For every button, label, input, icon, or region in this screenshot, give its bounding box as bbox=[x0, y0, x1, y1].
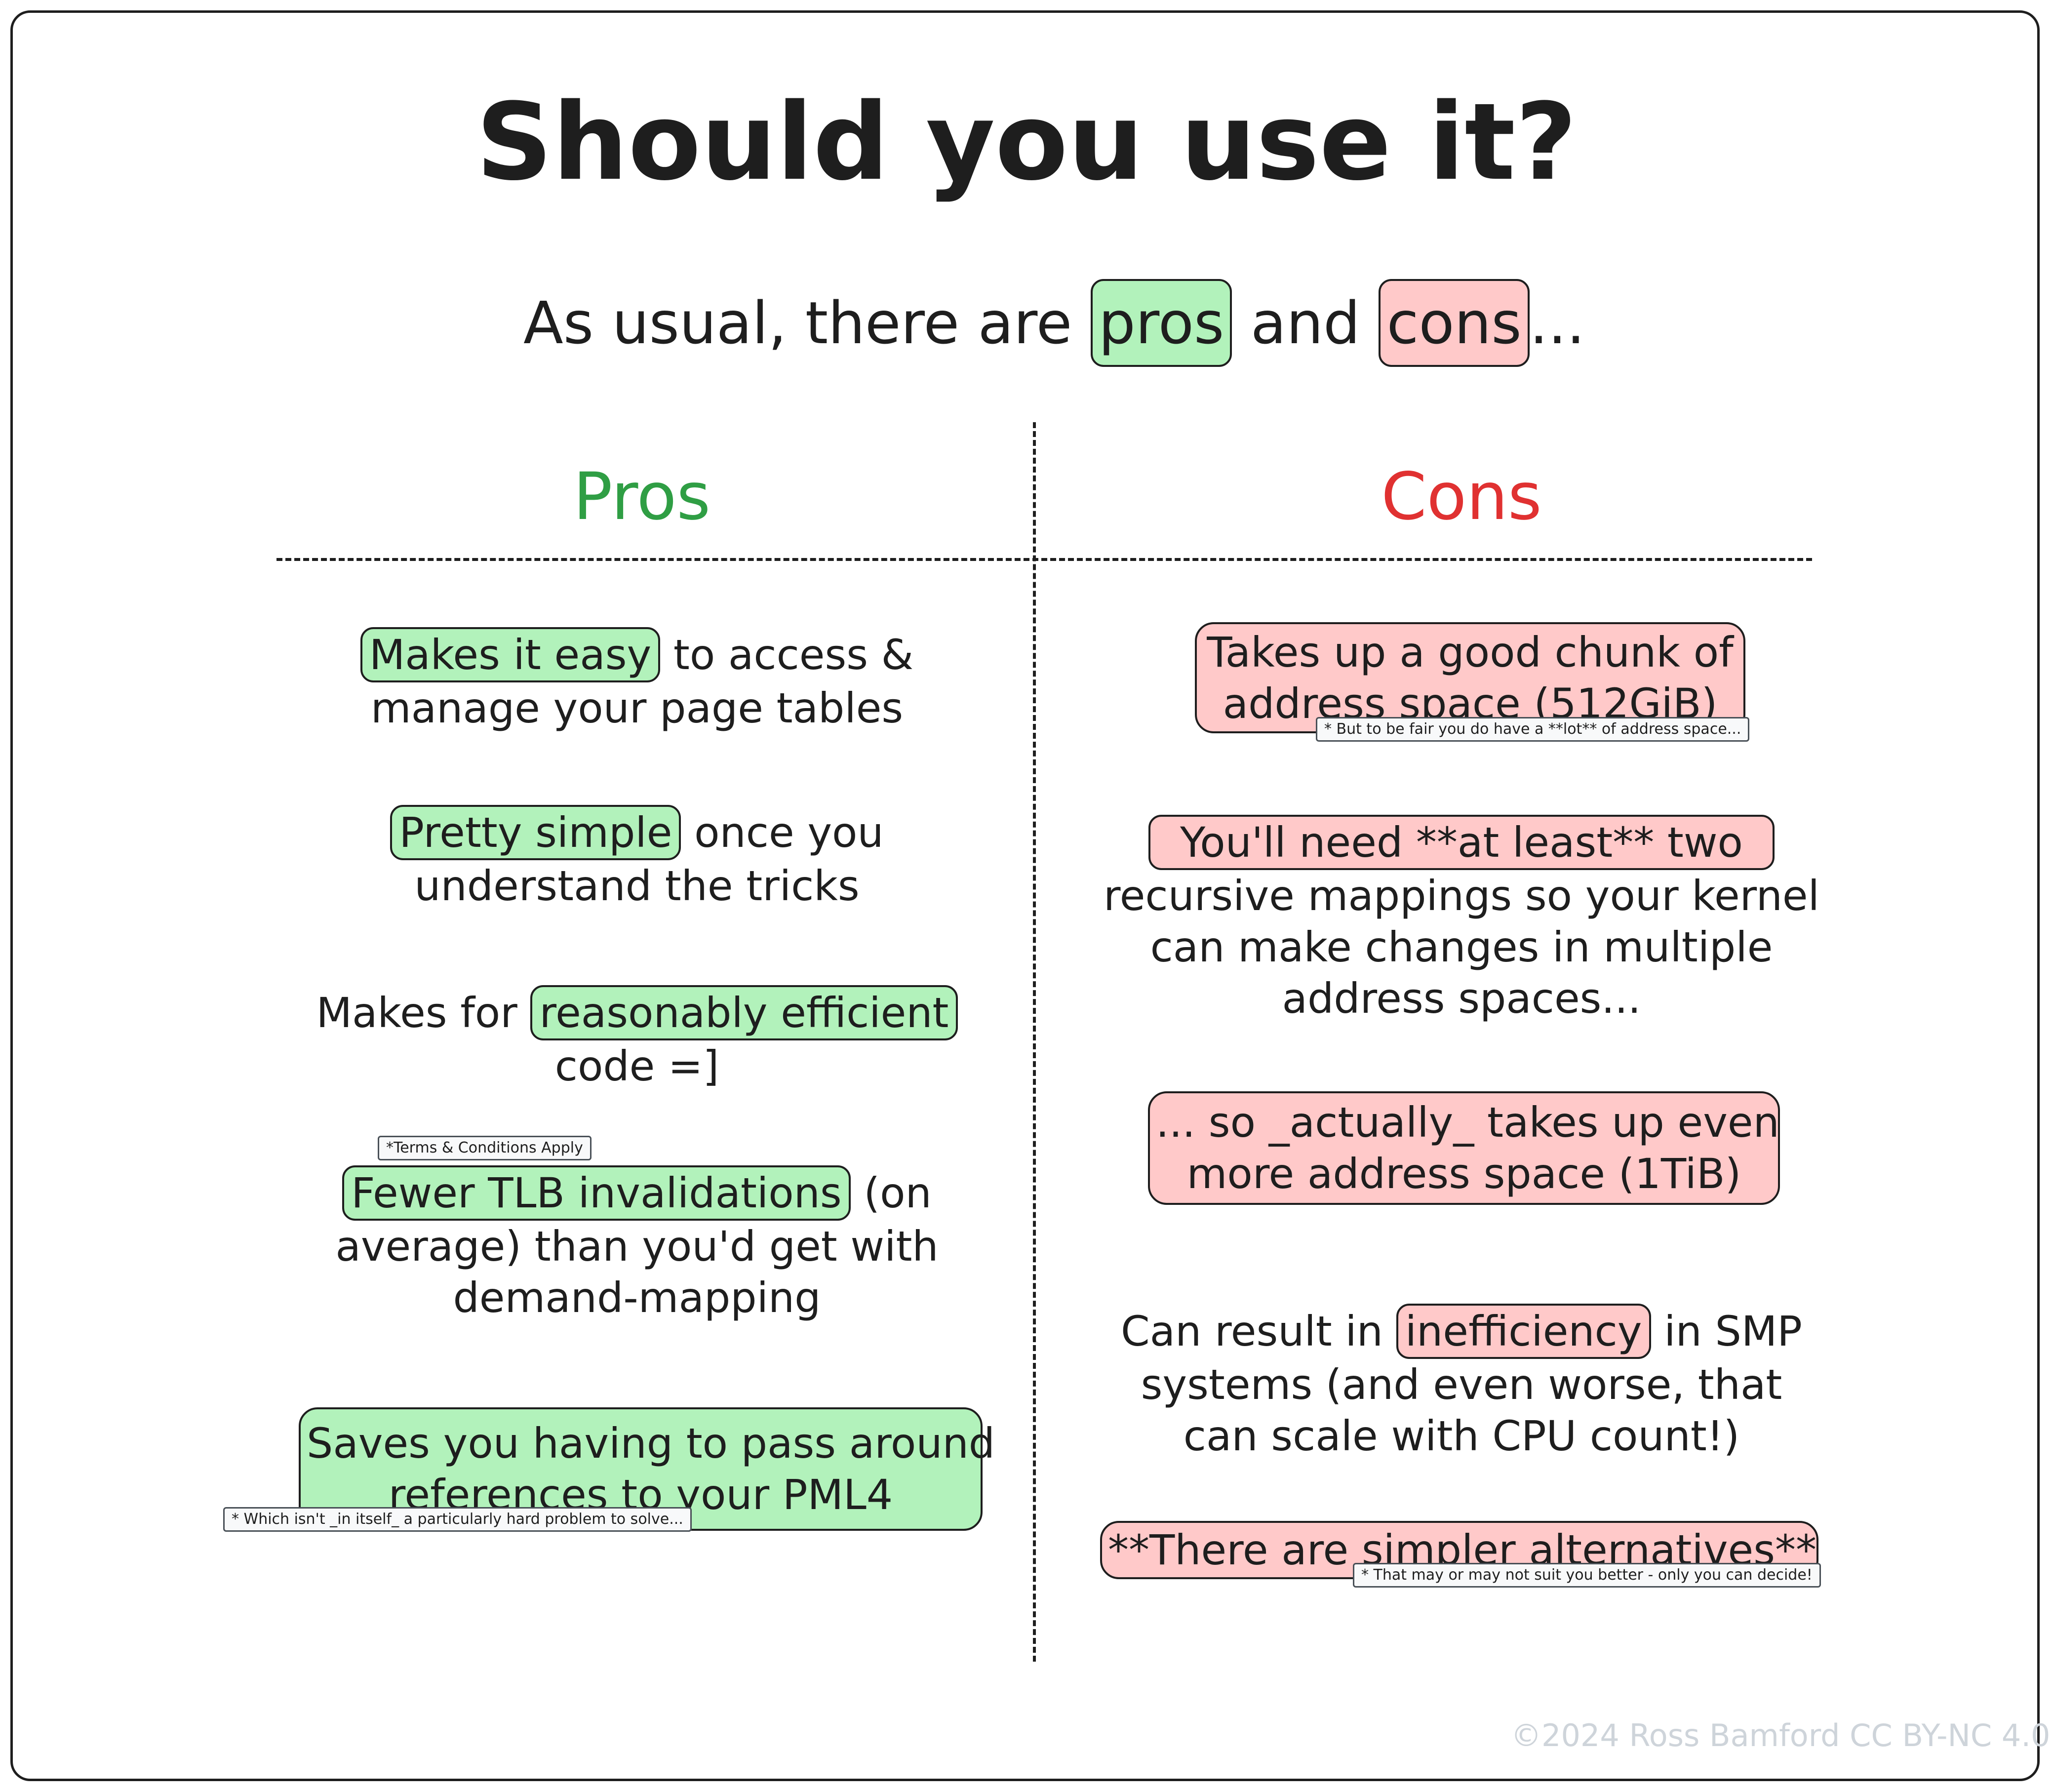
cons-item-2-highlight: You'll need **at least** two bbox=[1148, 815, 1775, 870]
cons-item-1-note: * But to be fair you do have a **lot** o… bbox=[1316, 717, 1750, 742]
cons-item-3-box: ... so _actually_ takes up even more add… bbox=[1148, 1091, 1780, 1205]
pros-item-3-line2: code =] bbox=[554, 1042, 719, 1090]
cons-item-4: Can result in inefficiency in SMP system… bbox=[1062, 1304, 1861, 1462]
subtitle-middle: and bbox=[1250, 288, 1360, 357]
cons-item-3-line2: more address space (1TiB) bbox=[1186, 1150, 1741, 1198]
pros-item-5-line1: Saves you having to pass around bbox=[307, 1419, 995, 1468]
pros-item-2-rest: once you bbox=[681, 808, 884, 857]
vertical-divider bbox=[1033, 422, 1036, 1662]
pros-item-1-highlight: Makes it easy bbox=[360, 627, 661, 682]
subtitle: As usual, there are pros and cons... bbox=[523, 277, 1585, 367]
cons-item-4-highlight: inefficiency bbox=[1396, 1304, 1651, 1359]
pros-item-4-line3: demand-mapping bbox=[453, 1274, 821, 1322]
cons-item-4-rest: in SMP bbox=[1651, 1307, 1802, 1355]
pros-item-1: Makes it easy to access & manage your pa… bbox=[276, 627, 997, 734]
subtitle-suffix: ... bbox=[1529, 288, 1585, 357]
cons-item-1-line1: Takes up a good chunk of bbox=[1207, 628, 1734, 677]
pros-item-5-note: * Which isn't _in itself_ a particularly… bbox=[223, 1507, 692, 1532]
cons-item-4-line3: can scale with CPU count!) bbox=[1183, 1412, 1740, 1460]
pros-item-3-prefix: Makes for bbox=[316, 989, 531, 1037]
cons-item-3-line1: ... so _actually_ takes up even bbox=[1156, 1098, 1779, 1147]
subtitle-pros-highlight: pros bbox=[1090, 279, 1232, 367]
subtitle-cons-highlight: cons bbox=[1379, 279, 1530, 367]
pros-heading: Pros bbox=[573, 459, 711, 535]
cons-item-2: You'll need **at least** two recursive m… bbox=[1062, 815, 1861, 1024]
cons-item-2-line4: address spaces... bbox=[1282, 974, 1641, 1023]
subtitle-prefix: As usual, there are bbox=[523, 288, 1072, 357]
copyright-footer: ©2024 Ross Bamford CC BY-NC 4.0 bbox=[1511, 1717, 2051, 1753]
pros-item-2-highlight: Pretty simple bbox=[390, 805, 681, 860]
cons-item-4-prefix: Can result in bbox=[1121, 1307, 1396, 1355]
pros-item-2-line2: understand the tricks bbox=[414, 862, 860, 910]
pros-item-1-line2: manage your page tables bbox=[370, 684, 904, 732]
pros-item-3: Makes for reasonably efficient code =] bbox=[276, 985, 997, 1092]
pros-item-4-line2: average) than you'd get with bbox=[335, 1222, 939, 1271]
canvas-frame bbox=[10, 10, 2040, 1781]
pros-item-4-rest: (on bbox=[850, 1169, 932, 1217]
cons-item-4-line2: systems (and even worse, that bbox=[1141, 1360, 1782, 1409]
pros-item-4-highlight: Fewer TLB invalidations bbox=[342, 1165, 851, 1221]
horizontal-divider bbox=[276, 558, 1812, 561]
cons-item-2-line2: recursive mappings so your kernel bbox=[1104, 872, 1819, 920]
pros-item-4: Fewer TLB invalidations (on average) tha… bbox=[276, 1165, 997, 1323]
page-title: Should you use it? bbox=[476, 80, 1577, 204]
cons-heading: Cons bbox=[1381, 459, 1542, 535]
cons-item-5-note: * That may or may not suit you better - … bbox=[1353, 1563, 1821, 1588]
pros-item-3-highlight: reasonably efficient bbox=[530, 985, 958, 1040]
pros-item-2: Pretty simple once you understand the tr… bbox=[276, 805, 997, 912]
cons-item-2-line3: can make changes in multiple bbox=[1150, 923, 1773, 971]
pros-item-4-note: *Terms & Conditions Apply bbox=[378, 1136, 592, 1160]
pros-item-1-rest: to access & bbox=[660, 631, 914, 679]
